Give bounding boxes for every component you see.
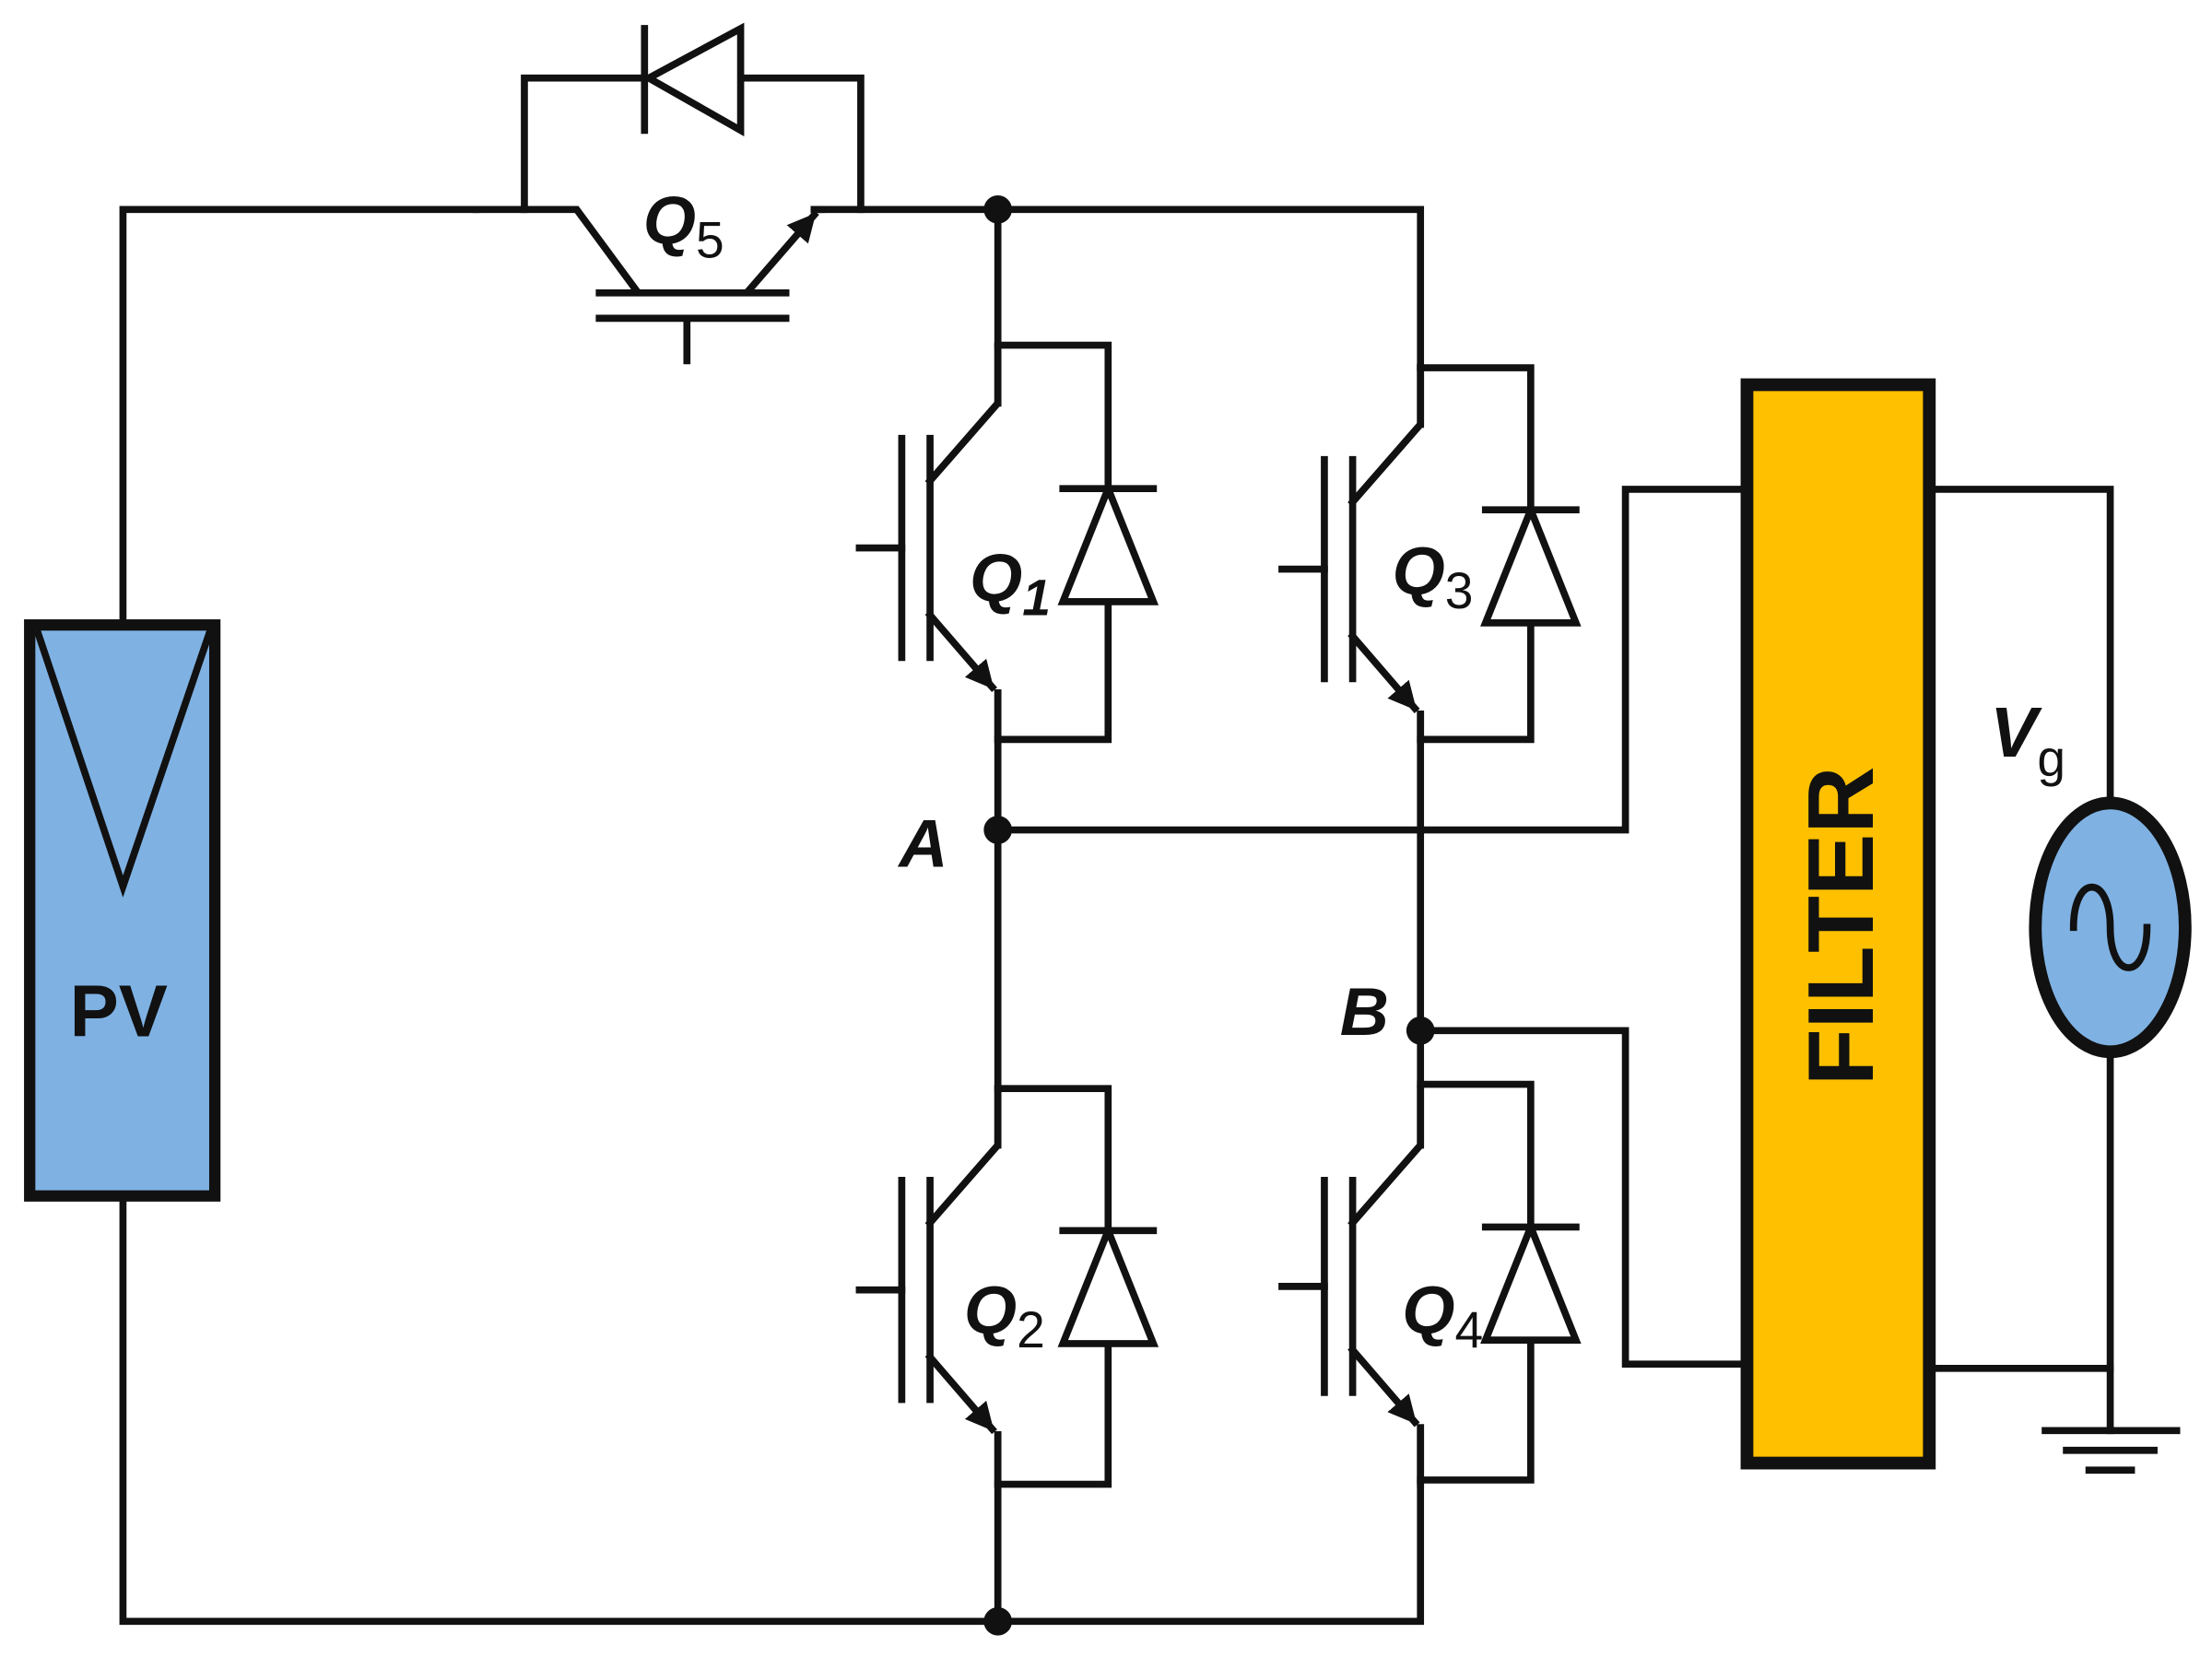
wire-filter-source-bottom bbox=[1930, 1050, 2114, 1372]
junction-node-b bbox=[1406, 1016, 1435, 1045]
wire-filter-source-top bbox=[1930, 486, 2114, 807]
q4-diode-icon bbox=[1480, 1217, 1582, 1344]
igbt-q4 bbox=[1278, 1080, 1582, 1484]
igbt-q2 bbox=[855, 1085, 1159, 1488]
sine-wave-icon bbox=[2069, 884, 2151, 971]
wire-node-b bbox=[1417, 1027, 1747, 1369]
q2-collector bbox=[924, 1085, 1002, 1228]
q5-emitter bbox=[744, 210, 819, 296]
wire-top-right bbox=[818, 206, 1425, 371]
q3-emitter-arrow bbox=[1347, 631, 1420, 714]
q4-collector bbox=[1347, 1085, 1425, 1228]
q3-diode-icon bbox=[1480, 499, 1582, 627]
filter-label: FILTER bbox=[1789, 766, 1893, 1086]
q1-label: Q1 bbox=[970, 539, 1051, 626]
filter-block: FILTER bbox=[1740, 378, 1936, 1470]
filter-box bbox=[1740, 378, 1936, 1470]
q5-label: Q5 bbox=[643, 182, 724, 268]
q5-diode-icon bbox=[641, 22, 745, 137]
q3-collector bbox=[1347, 364, 1425, 508]
igbt-group bbox=[855, 341, 1582, 1488]
q2-label: Q2 bbox=[964, 1271, 1045, 1357]
wire-top-left bbox=[119, 206, 480, 626]
igbt-q3 bbox=[1278, 364, 1582, 744]
pv-panel: PV bbox=[24, 619, 221, 1202]
q3-label: Q3 bbox=[1393, 532, 1474, 618]
pv-label: PV bbox=[70, 970, 168, 1052]
q2-diode-icon bbox=[1057, 1220, 1159, 1347]
junction-top bbox=[983, 194, 1013, 224]
wire-bottom bbox=[119, 1198, 1425, 1626]
q4-label: Q4 bbox=[1402, 1271, 1483, 1357]
junctions bbox=[983, 194, 1435, 1636]
wire-node-a bbox=[994, 486, 1747, 834]
q1-collector bbox=[924, 343, 1002, 487]
junction-bottom bbox=[983, 1606, 1013, 1636]
pv-box bbox=[24, 619, 221, 1202]
q1-diode-icon bbox=[1057, 478, 1159, 605]
q2-emitter-arrow bbox=[924, 1352, 997, 1435]
q4-emitter-arrow bbox=[1347, 1345, 1420, 1428]
node-a-label: A bbox=[897, 805, 947, 881]
pv-triangle-icon bbox=[33, 629, 214, 898]
q1-emitter-arrow bbox=[924, 610, 997, 693]
junction-node-a bbox=[983, 816, 1013, 844]
source-label: Vg bbox=[1990, 694, 2065, 787]
grid-source: Vg bbox=[1990, 694, 2192, 1059]
q5-diode-loop bbox=[521, 74, 865, 214]
node-b-label: B bbox=[1340, 973, 1389, 1050]
switch-q5 bbox=[472, 22, 865, 365]
ground-icon bbox=[2041, 1427, 2181, 1475]
q5-collector bbox=[472, 206, 641, 296]
igbt-q1 bbox=[855, 341, 1159, 744]
